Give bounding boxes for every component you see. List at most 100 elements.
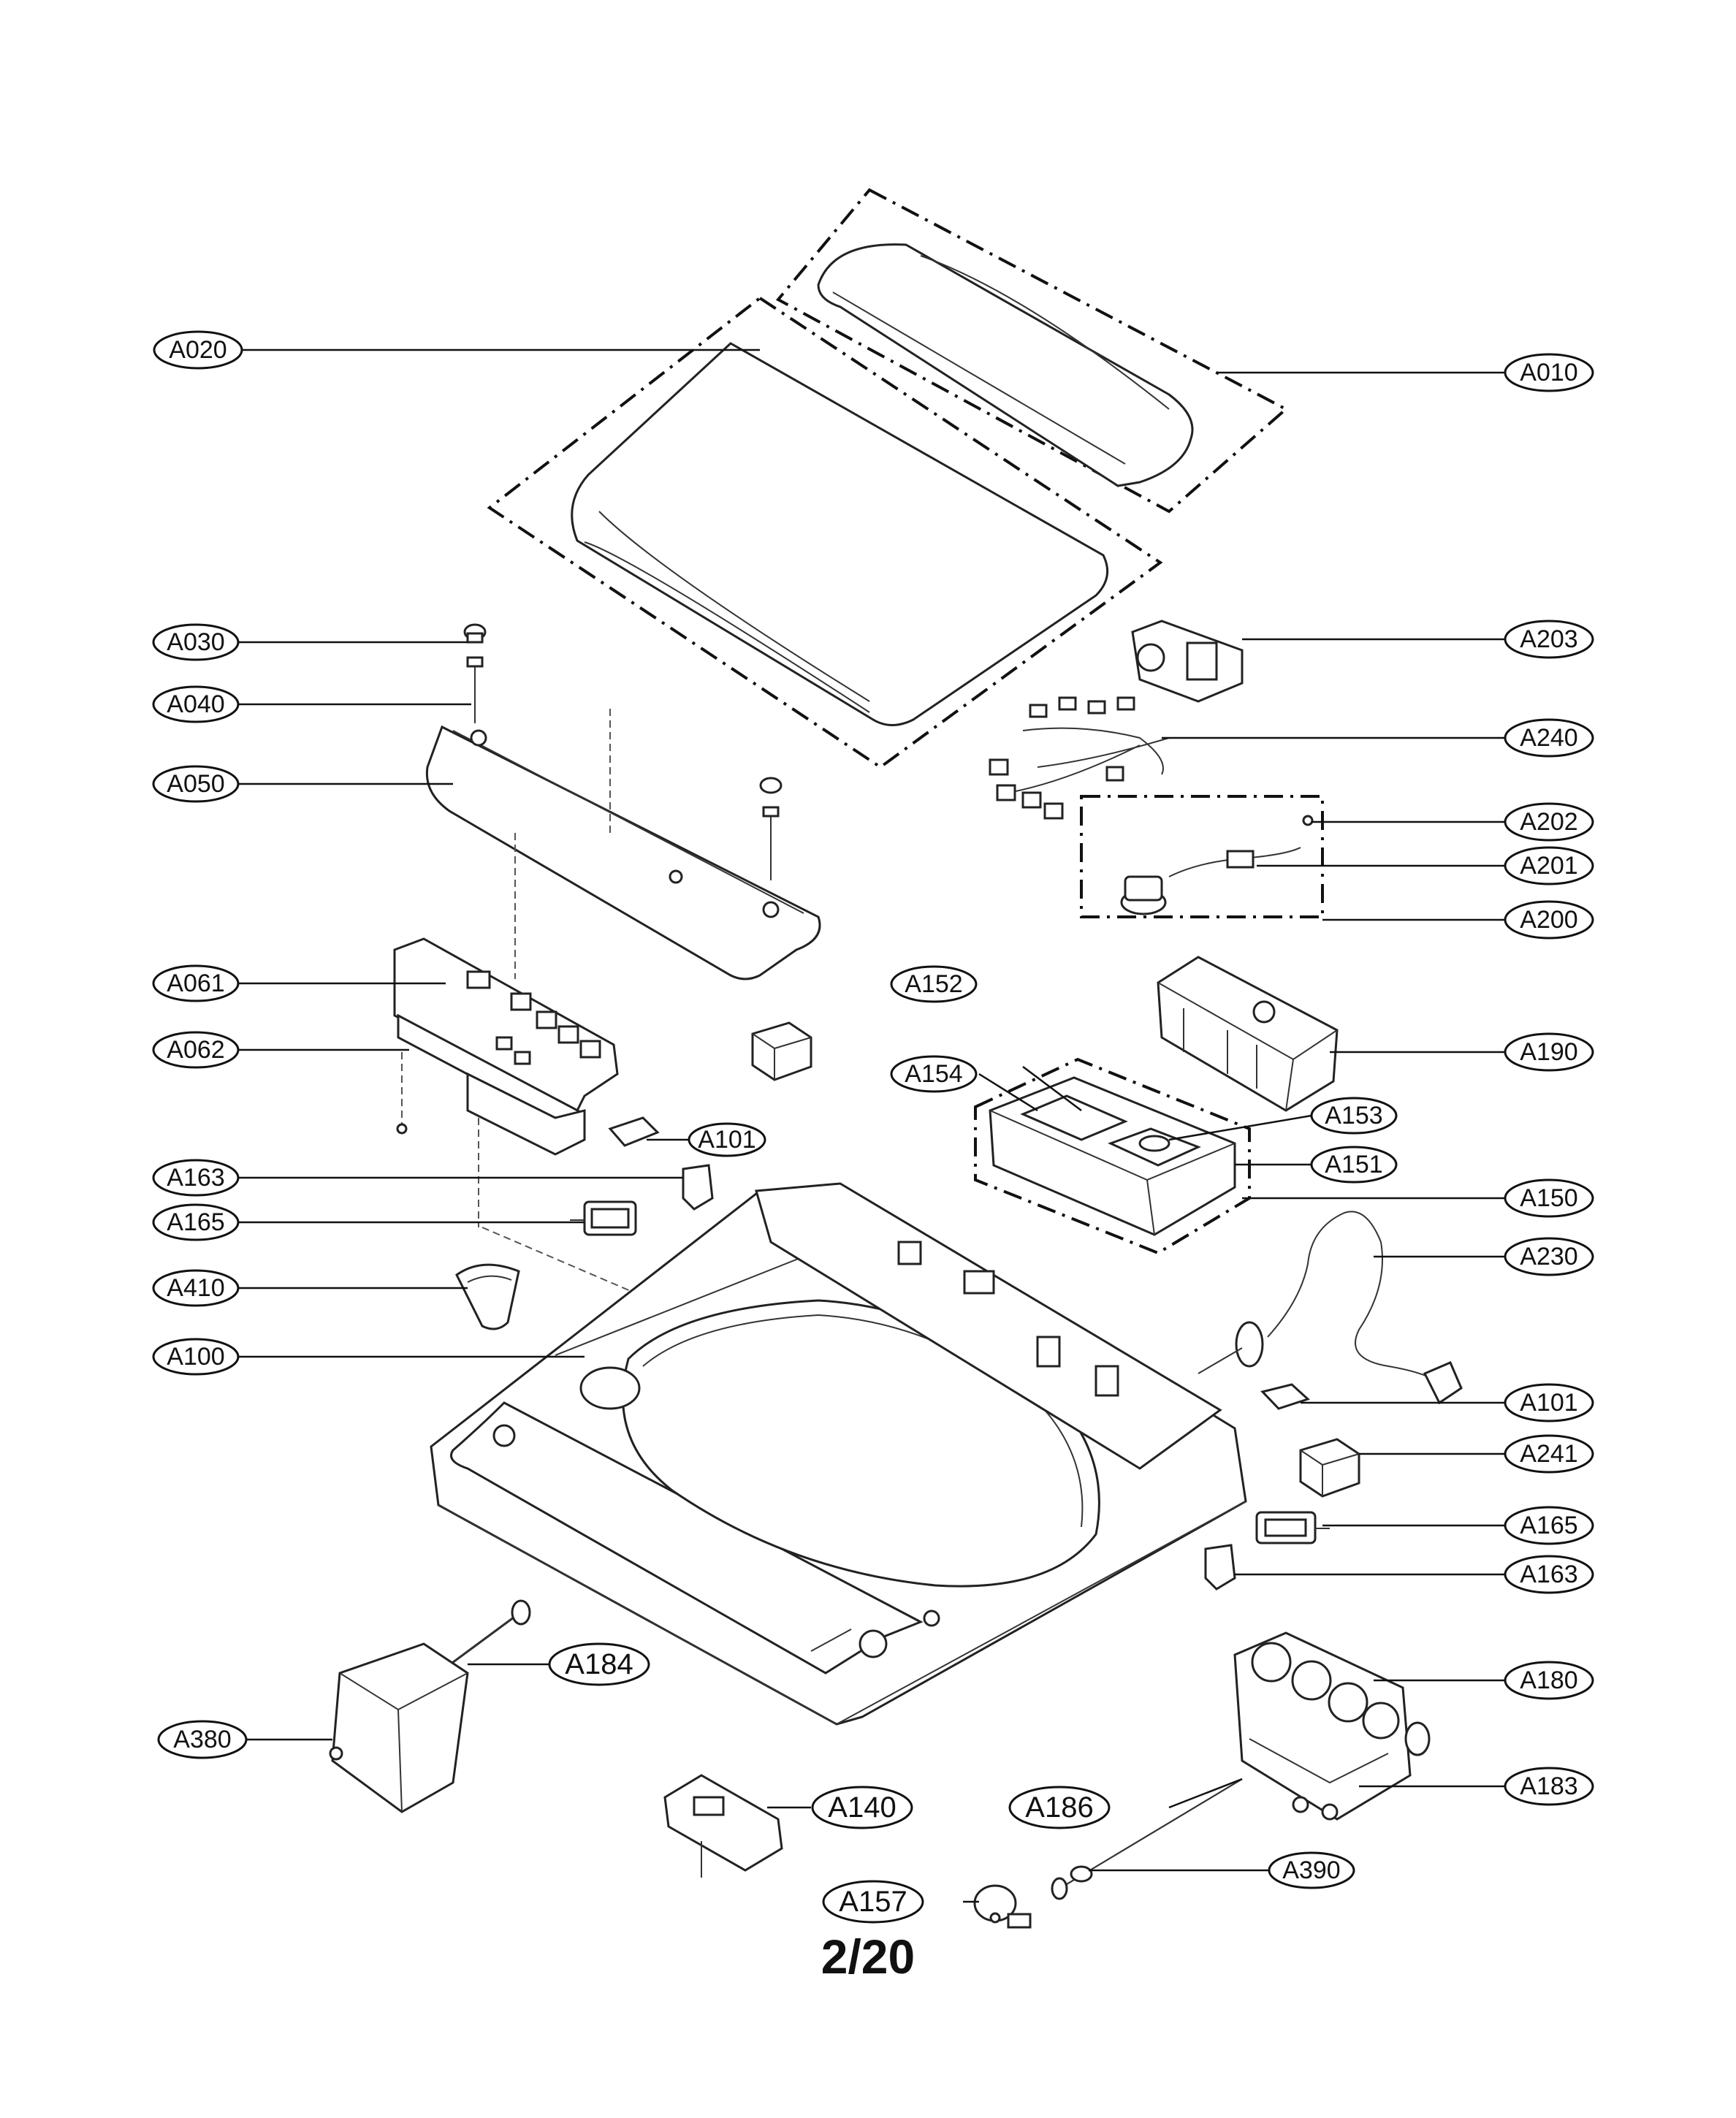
callout-A040: A040: [152, 685, 240, 723]
leader-lines: [237, 348, 1505, 1903]
pcb-sub-part: [466, 1072, 586, 1156]
power-cord-part: [1198, 1211, 1463, 1405]
callout-A050: A050: [152, 765, 240, 803]
callout-A020: A020: [153, 330, 243, 370]
dispenser-cup-part: [455, 1263, 520, 1330]
lock-part-right: [1255, 1511, 1330, 1544]
callout-A061: A061: [152, 964, 240, 1002]
callout-A202: A202: [1504, 802, 1594, 842]
svg-text:A150: A150: [1520, 1184, 1577, 1212]
callout-A380: A380: [157, 1720, 248, 1759]
svg-text:A165: A165: [167, 1208, 224, 1236]
pressure-switch-group: [1080, 795, 1324, 918]
svg-text:A163: A163: [167, 1164, 224, 1192]
valve-assembly-part: [1233, 1631, 1431, 1821]
switch-part-left: [682, 1164, 714, 1211]
callout-A390: A390: [1268, 1851, 1355, 1889]
svg-text:A380: A380: [173, 1726, 231, 1753]
svg-text:A201: A201: [1520, 852, 1577, 880]
svg-text:A154: A154: [905, 1060, 962, 1088]
svg-text:A203: A203: [1520, 625, 1577, 653]
svg-text:A020: A020: [169, 336, 226, 364]
callout-A157: A157: [822, 1880, 924, 1924]
svg-text:A100: A100: [167, 1343, 224, 1371]
lid-group: [487, 188, 1289, 769]
relay-part-right: [1299, 1438, 1360, 1498]
lid-handle-part: [817, 243, 1194, 487]
svg-text:A061: A061: [167, 970, 224, 997]
top-cover-group: [430, 1182, 1247, 1726]
callout-A140: A140: [811, 1786, 913, 1829]
svg-text:A180: A180: [1520, 1666, 1577, 1694]
svg-text:A183: A183: [1520, 1772, 1577, 1800]
svg-text:A151: A151: [1325, 1151, 1382, 1178]
callout-A165-right: A165: [1504, 1506, 1594, 1545]
svg-text:A410: A410: [167, 1274, 224, 1302]
svg-text:A140: A140: [828, 1791, 896, 1824]
callout-A151: A151: [1310, 1146, 1398, 1184]
callout-A101-left: A101: [688, 1122, 766, 1157]
callout-A410: A410: [152, 1269, 240, 1307]
control-panel-group: [425, 623, 821, 980]
connector-part-right: [1260, 1383, 1310, 1410]
callout-A240: A240: [1504, 718, 1594, 758]
callout-A184: A184: [548, 1642, 650, 1686]
svg-text:A241: A241: [1520, 1440, 1577, 1468]
callout-A062: A062: [152, 1031, 240, 1069]
lid-panel-part: [571, 342, 1109, 726]
callout-A153: A153: [1310, 1097, 1398, 1135]
svg-text:A165: A165: [1520, 1512, 1577, 1539]
svg-text:A152: A152: [905, 970, 962, 998]
callout-A100: A100: [152, 1338, 240, 1376]
svg-text:A157: A157: [839, 1886, 907, 1918]
callout-A183: A183: [1504, 1767, 1594, 1806]
callout-A241: A241: [1504, 1434, 1594, 1474]
svg-text:A101: A101: [698, 1126, 755, 1154]
callout-A180: A180: [1504, 1661, 1594, 1700]
callout-A203: A203: [1504, 620, 1594, 659]
svg-text:A200: A200: [1520, 906, 1577, 934]
svg-text:A010: A010: [1520, 359, 1577, 386]
svg-text:A230: A230: [1520, 1243, 1577, 1271]
callout-A230: A230: [1504, 1237, 1594, 1276]
svg-text:A040: A040: [167, 690, 224, 718]
funnel-part: [973, 1884, 1032, 1929]
lid-frame-a020: [487, 296, 1163, 769]
svg-text:A202: A202: [1520, 808, 1577, 836]
svg-text:A153: A153: [1325, 1102, 1382, 1130]
page-number: 2/20: [821, 1930, 915, 1984]
svg-text:A101: A101: [1520, 1389, 1577, 1417]
svg-text:A184: A184: [565, 1648, 633, 1680]
svg-text:A062: A062: [167, 1036, 224, 1064]
callout-A163-left: A163: [152, 1159, 240, 1197]
callout-A150: A150: [1504, 1178, 1594, 1218]
svg-text:A050: A050: [167, 770, 224, 798]
callout-A201: A201: [1504, 846, 1594, 885]
callout-A190: A190: [1504, 1032, 1594, 1072]
callout-A165-left: A165: [152, 1203, 240, 1241]
switch-part-right: [1204, 1544, 1236, 1591]
connector-part-left: [608, 1116, 660, 1147]
harness-part: [989, 696, 1170, 820]
drawer-frame-part: [1157, 956, 1339, 1112]
clamp-part: [1131, 620, 1244, 703]
dispenser-drawer-group: [974, 1057, 1251, 1255]
callout-A200: A200: [1504, 900, 1594, 940]
callout-A101-right: A101: [1504, 1383, 1594, 1422]
callout-A186: A186: [1008, 1786, 1111, 1829]
pcb-group: [393, 937, 636, 1585]
svg-text:A030: A030: [167, 628, 224, 656]
lid-frame-a010: [775, 188, 1289, 514]
callout-A030: A030: [152, 623, 240, 661]
svg-text:A186: A186: [1025, 1791, 1093, 1824]
callout-A010: A010: [1504, 353, 1594, 392]
svg-text:A190: A190: [1520, 1038, 1577, 1066]
svg-text:A390: A390: [1282, 1856, 1340, 1884]
svg-text:A163: A163: [1520, 1561, 1577, 1588]
svg-text:A240: A240: [1520, 724, 1577, 752]
sensor-part: [663, 1774, 783, 1878]
relay-part-middle: [751, 1021, 812, 1081]
callout-A152: A152: [890, 965, 978, 1003]
dispenser-drawer-part: [989, 1076, 1236, 1236]
